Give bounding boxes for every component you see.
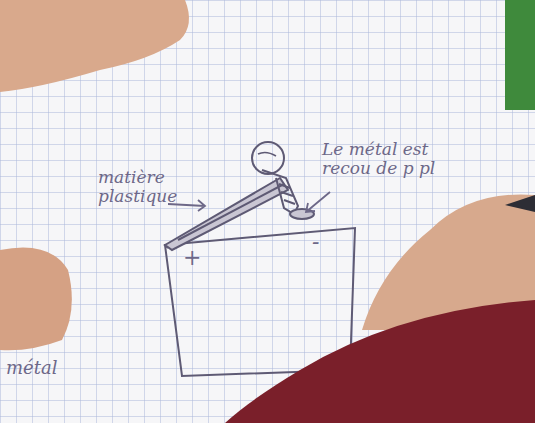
pencil-in-hand <box>505 195 535 212</box>
green-background <box>505 0 535 110</box>
minus-sign: - <box>312 230 332 254</box>
thumb-left <box>0 248 72 351</box>
metal-label: métal <box>6 358 76 378</box>
metal-note: Le métal est recou de p pl <box>322 140 450 177</box>
material-note: matière plastique <box>98 168 198 205</box>
plus-sign: + <box>183 246 203 270</box>
hand-top-left <box>0 0 189 92</box>
leader-arrow <box>168 192 330 212</box>
bulb-sketch <box>252 142 314 219</box>
battery-sketch <box>165 228 355 376</box>
sleeve <box>225 300 535 423</box>
pencil-sketch <box>165 178 288 250</box>
